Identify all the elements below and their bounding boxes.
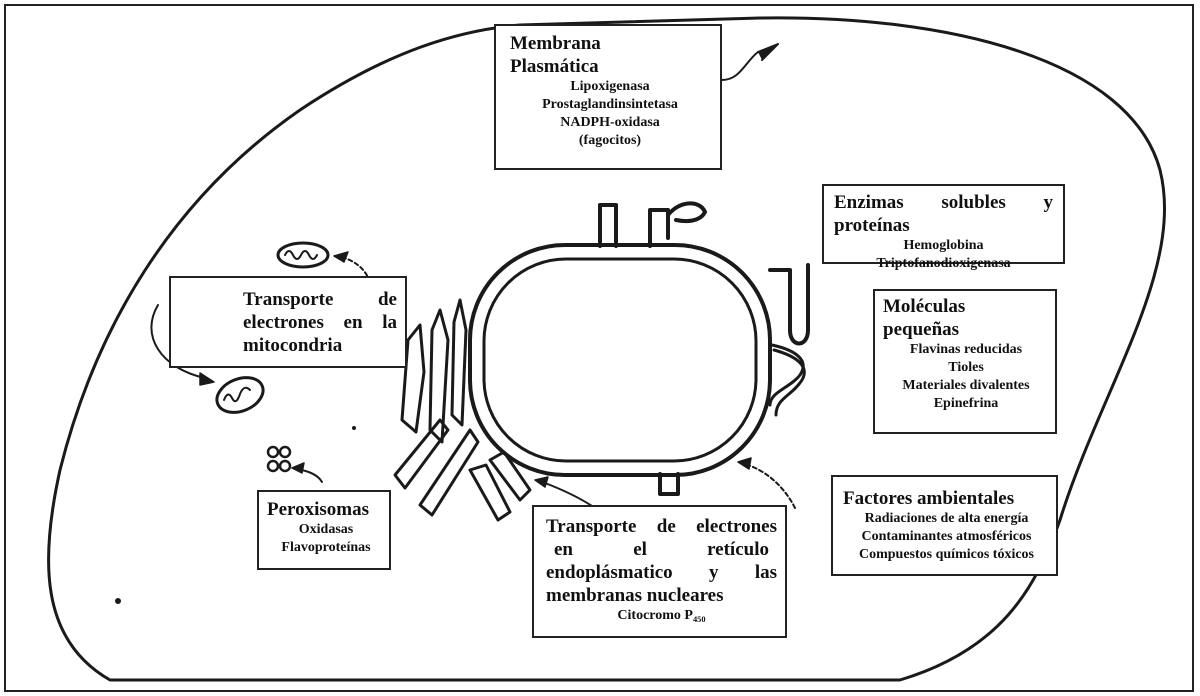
factores-title: Factores ambientales [843, 487, 1050, 510]
peroxisome-3 [268, 461, 278, 471]
arrow-peroxisomas-head [292, 463, 304, 473]
label-mitocondria: Transporte de electrones en la mitocondr… [169, 276, 407, 368]
nuclear-pore-3 [668, 203, 705, 221]
nuclear-pore-1 [600, 205, 616, 246]
arrow-mitocondria-bottom-head [200, 373, 214, 385]
peroxisome-2 [280, 447, 290, 457]
arrow-mitocondria-top-head [334, 252, 348, 262]
er-cisterna-6 [470, 465, 510, 520]
moleculas-item-1: Flavinas reducidas [883, 341, 1049, 359]
reticulo-line-4: membranas nucleares [546, 584, 777, 607]
label-moleculas: Moléculas pequeñas Flavinas reducidas Ti… [873, 289, 1057, 434]
er-cisterna-7 [490, 452, 530, 500]
arrow-reticulo-left-head [535, 477, 548, 487]
mitocondria-line-3: mitocondria [243, 334, 397, 357]
enzimas-item-2: Triptofanodioxigenasa [834, 255, 1053, 273]
reticulo-line-1: Transporte de electrones [546, 515, 777, 538]
membrana-item-2: Prostaglandinsintetasa [510, 96, 710, 114]
membrana-item-4: (fagocitos) [510, 132, 710, 150]
mitochondrion-bottom-cristae [224, 388, 250, 401]
mitochondrion-top-cristae [285, 251, 317, 259]
membrana-title-2: Plasmática [510, 55, 710, 78]
membrana-item-3: NADPH-oxidasa [510, 114, 710, 132]
mitocondria-line-1: Transporte de [243, 288, 397, 311]
arrow-reticulo-left [545, 483, 592, 506]
peroxisomas-item-2: Flavoproteínas [267, 539, 385, 557]
label-factores: Factores ambientales Radiaciones de alta… [831, 475, 1058, 576]
factores-item-2: Contaminantes atmosféricos [843, 528, 1050, 546]
peroxisome-1 [268, 447, 278, 457]
reticulo-line-2: en el retículo [546, 538, 777, 561]
peroxisome-4 [280, 461, 290, 471]
label-enzimas: Enzimas solubles y proteínas Hemoglobina… [822, 184, 1065, 264]
label-membrana-plasmatica: Membrana Plasmática Lipoxigenasa Prostag… [494, 24, 722, 170]
enzimas-title-2: proteínas [834, 214, 1053, 237]
moleculas-title-2: pequeñas [883, 318, 1049, 341]
moleculas-item-3: Materiales divalentes [883, 377, 1049, 395]
er-fold-right-1 [770, 265, 808, 344]
enzimas-item-1: Hemoglobina [834, 237, 1053, 255]
reticulo-sub: Citocromo P₄₅₀ [546, 607, 777, 625]
arrow-membrana-head [758, 44, 778, 60]
factores-item-3: Compuestos químicos tóxicos [843, 546, 1050, 564]
nucleus-outer [470, 245, 770, 475]
nuclear-pore-2 [650, 210, 668, 246]
arrow-reticulo-right [748, 465, 795, 508]
label-reticulo: Transporte de electrones en el retículo … [532, 505, 787, 638]
enzimas-title-1: Enzimas solubles y [834, 191, 1053, 214]
membrana-title-1: Membrana [510, 32, 710, 55]
specimen-dot-2 [352, 426, 356, 430]
arrow-peroxisomas [302, 470, 322, 482]
membrana-item-1: Lipoxigenasa [510, 78, 710, 96]
er-cisterna-5 [420, 430, 478, 515]
arrow-membrana [722, 52, 758, 80]
factores-item-1: Radiaciones de alta energía [843, 510, 1050, 528]
arrow-reticulo-right-head [738, 458, 751, 469]
moleculas-item-4: Epinefrina [883, 395, 1049, 413]
reticulo-line-3: endoplásmatico y las [546, 561, 777, 584]
label-peroxisomas: Peroxisomas Oxidasas Flavoproteínas [257, 490, 391, 570]
mitocondria-line-2: electrones en la [243, 311, 397, 334]
peroxisomas-item-1: Oxidasas [267, 521, 385, 539]
specimen-dot-1 [115, 598, 121, 604]
moleculas-item-2: Tioles [883, 359, 1049, 377]
nucleus-inner [484, 259, 756, 461]
er-cisterna-4 [395, 420, 448, 488]
moleculas-title-1: Moléculas [883, 295, 1049, 318]
peroxisomas-title: Peroxisomas [267, 498, 385, 521]
er-cisterna-3 [452, 300, 466, 425]
